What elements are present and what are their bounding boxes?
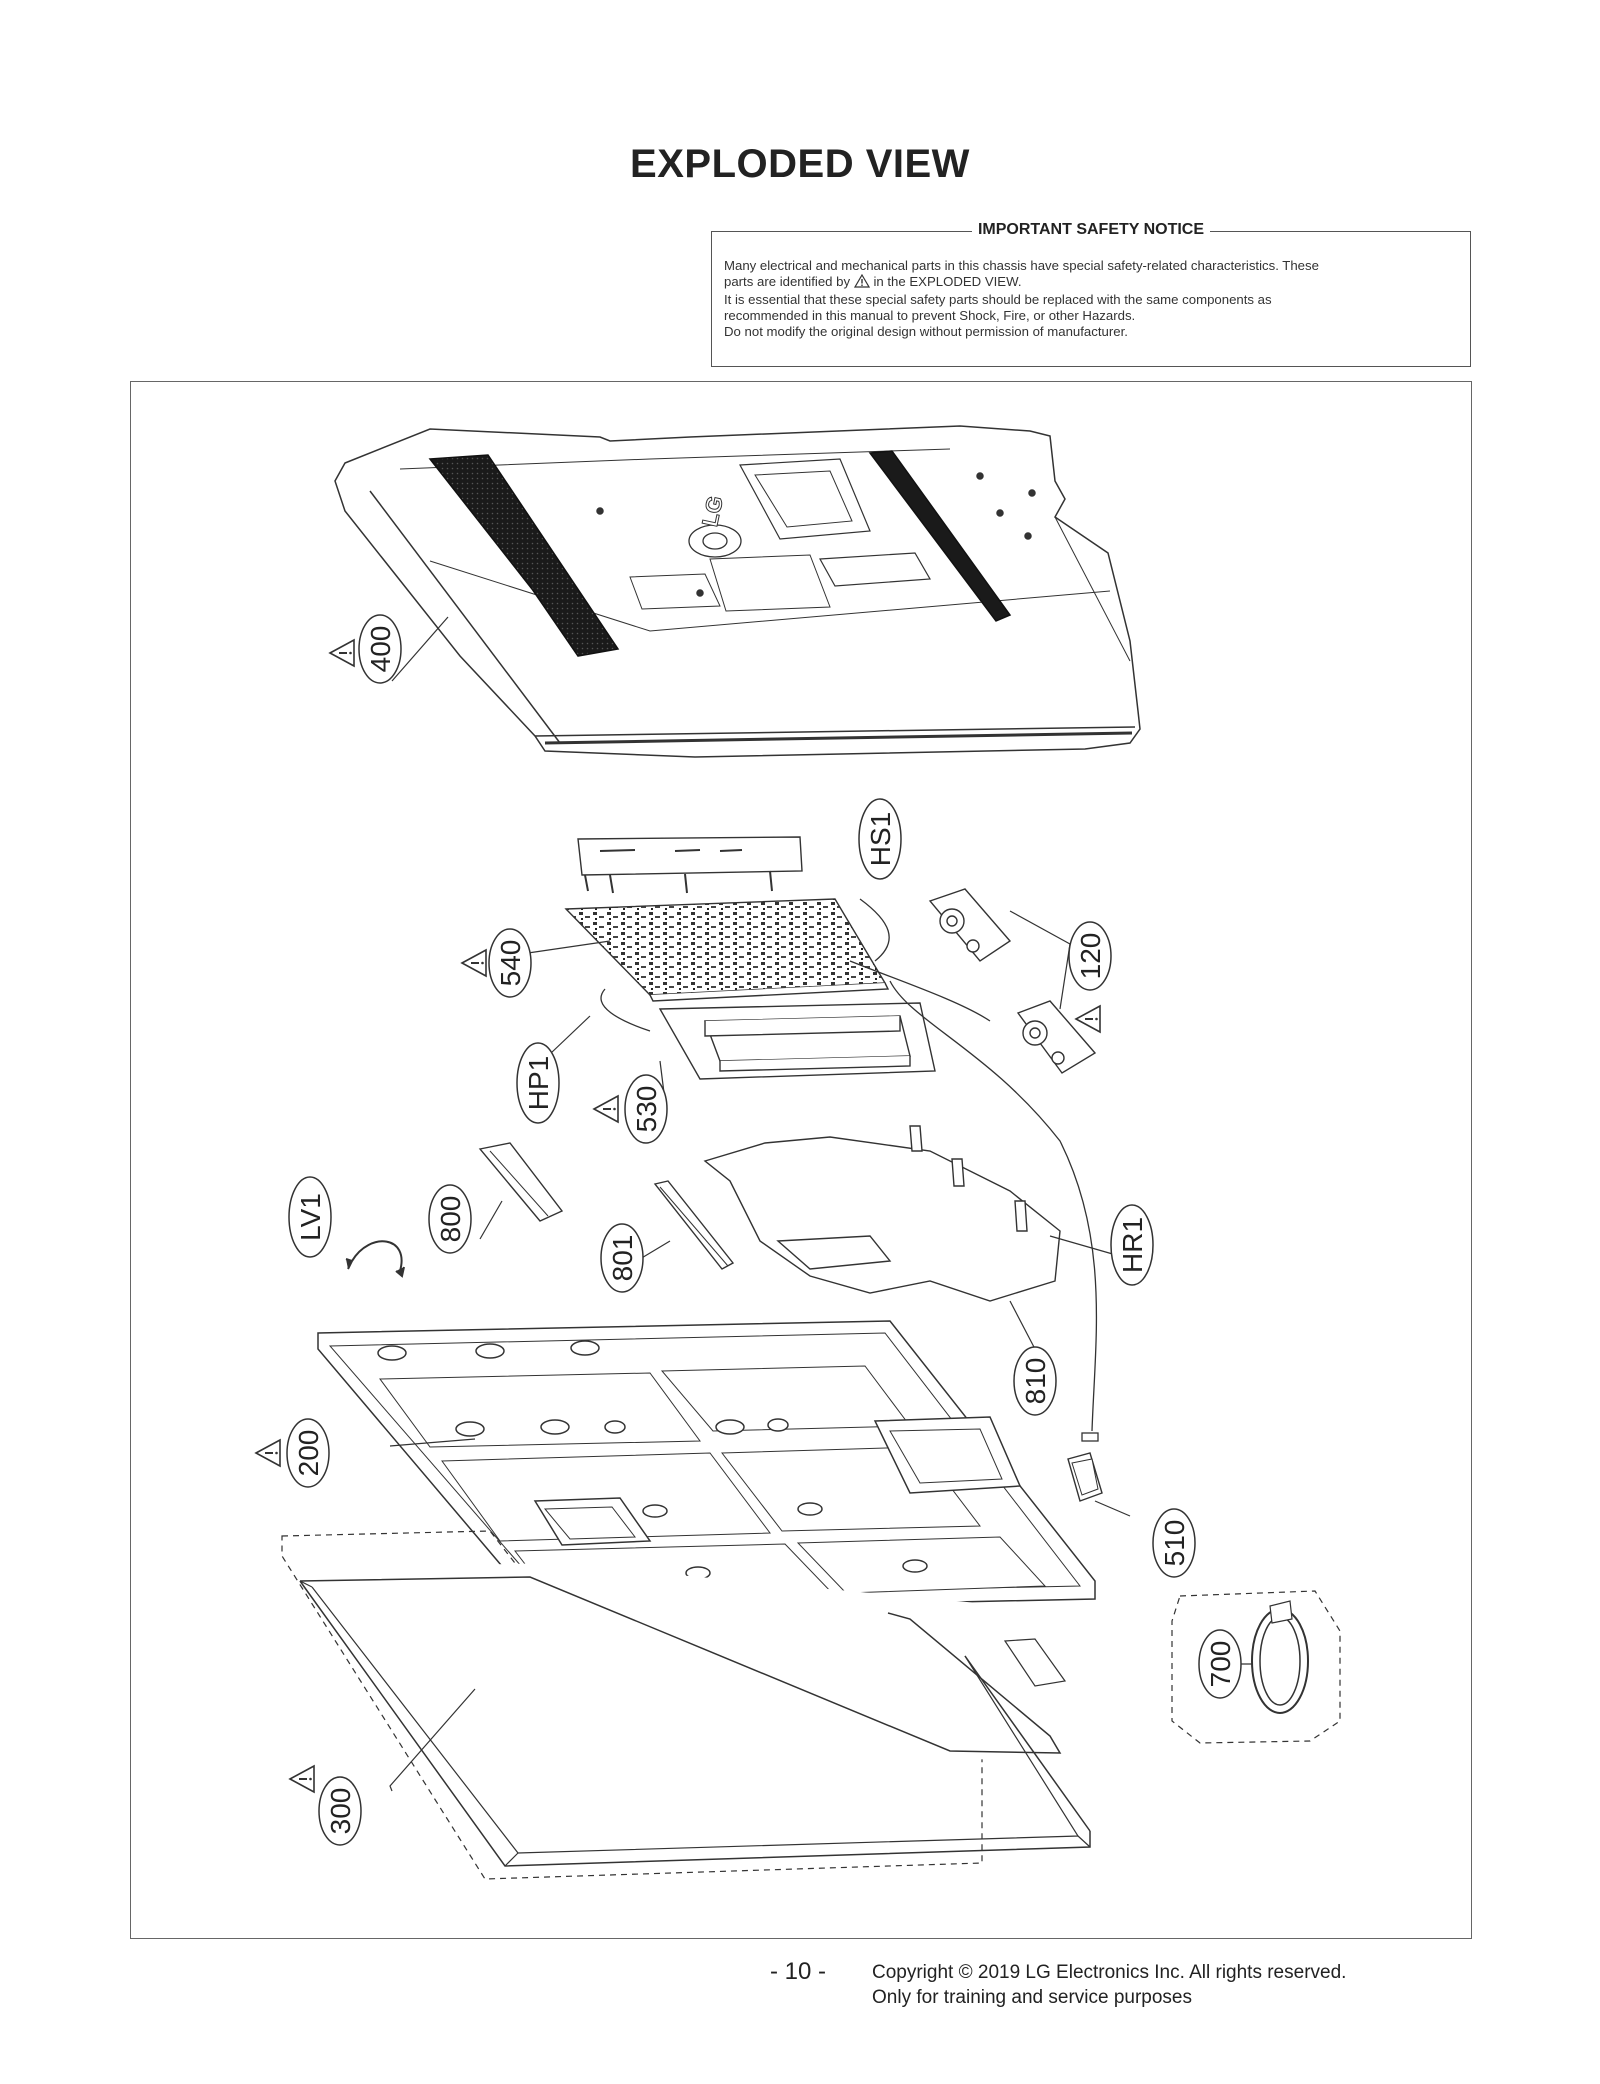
warning-triangle-icon	[289, 1765, 315, 1793]
lvds-cable-part	[345, 1240, 405, 1278]
svg-text:510: 510	[1159, 1520, 1190, 1567]
shield-plate-part	[703, 1125, 1061, 1302]
notice-title: IMPORTANT SAFETY NOTICE	[971, 221, 1211, 238]
power-unit-part	[658, 1002, 936, 1080]
part-label-300: 300	[318, 1776, 362, 1846]
bracket-part	[478, 1142, 735, 1270]
part-label-120: 120	[1068, 921, 1112, 991]
warning-triangle-icon	[255, 1439, 281, 1467]
copyright-notice: Copyright © 2019 LG Electronics Inc. All…	[872, 1962, 1347, 2008]
svg-text:300: 300	[325, 1788, 356, 1835]
warning-triangle-icon	[461, 949, 487, 977]
notice-body: Many electrical and mechanical parts in …	[724, 258, 1458, 340]
back-cover-part: LG	[334, 425, 1141, 758]
svg-text:HS1: HS1	[865, 812, 896, 866]
svg-text:HP1: HP1	[523, 1056, 554, 1110]
part-label-530: 530	[624, 1074, 668, 1144]
notice-line: Many electrical and mechanical parts in …	[724, 258, 1319, 273]
exploded-view-diagram: LG	[255, 425, 1341, 1880]
part-label-700: 700	[1198, 1629, 1242, 1699]
warning-triangle-icon	[853, 273, 870, 292]
part-label-hp1: HP1	[516, 1042, 560, 1124]
part-label-510: 510	[1152, 1508, 1196, 1578]
notice-line: recommended in this manual to prevent Sh…	[724, 308, 1136, 323]
speaker-part	[928, 888, 1097, 1074]
part-label-hr1: HR1	[1110, 1204, 1154, 1286]
part-label-hs1: HS1	[858, 798, 902, 880]
svg-text:LV1: LV1	[295, 1193, 326, 1241]
svg-text:800: 800	[435, 1196, 466, 1243]
ir-receiver-part	[1067, 1452, 1103, 1502]
main-board-part	[564, 836, 890, 1002]
svg-text:200: 200	[293, 1430, 324, 1477]
svg-text:540: 540	[495, 940, 526, 987]
svg-text:HR1: HR1	[1117, 1217, 1148, 1273]
power-cord-part	[1171, 1590, 1341, 1744]
svg-text:810: 810	[1020, 1358, 1051, 1405]
notice-line: It is essential that these special safet…	[724, 292, 1272, 307]
part-label-540: 540	[488, 928, 532, 998]
svg-text:120: 120	[1075, 933, 1106, 980]
part-labels: 400 HS1 120 540 HP1 530 LV1	[255, 614, 1242, 1846]
part-label-810: 810	[1013, 1346, 1057, 1416]
part-label-801: 801	[600, 1223, 644, 1293]
svg-text:400: 400	[365, 626, 396, 673]
warning-triangle-icon	[329, 639, 355, 667]
warning-triangle-icon	[1075, 1005, 1101, 1033]
part-label-400: 400	[358, 614, 402, 684]
svg-text:700: 700	[1205, 1641, 1236, 1688]
diagram-frame	[130, 381, 1472, 1939]
notice-line: Do not modify the original design withou…	[724, 324, 1128, 339]
svg-text:801: 801	[607, 1235, 638, 1282]
part-label-800: 800	[428, 1184, 472, 1254]
page-number: - 10 -	[770, 1958, 827, 1985]
safety-notice-box: IMPORTANT SAFETY NOTICE Many electrical …	[711, 221, 1471, 367]
front-bezel-part	[281, 1530, 1100, 1880]
warning-triangle-icon	[593, 1095, 619, 1123]
cable-harness	[600, 898, 1099, 1442]
rear-frame-part	[317, 1320, 1096, 1612]
part-label-lv1: LV1	[288, 1176, 332, 1258]
notice-line: parts are identified by in the EXPLODED …	[724, 273, 1458, 292]
page-title: EXPLODED VIEW	[630, 142, 970, 186]
svg-text:530: 530	[631, 1086, 662, 1133]
part-label-200: 200	[286, 1418, 330, 1488]
